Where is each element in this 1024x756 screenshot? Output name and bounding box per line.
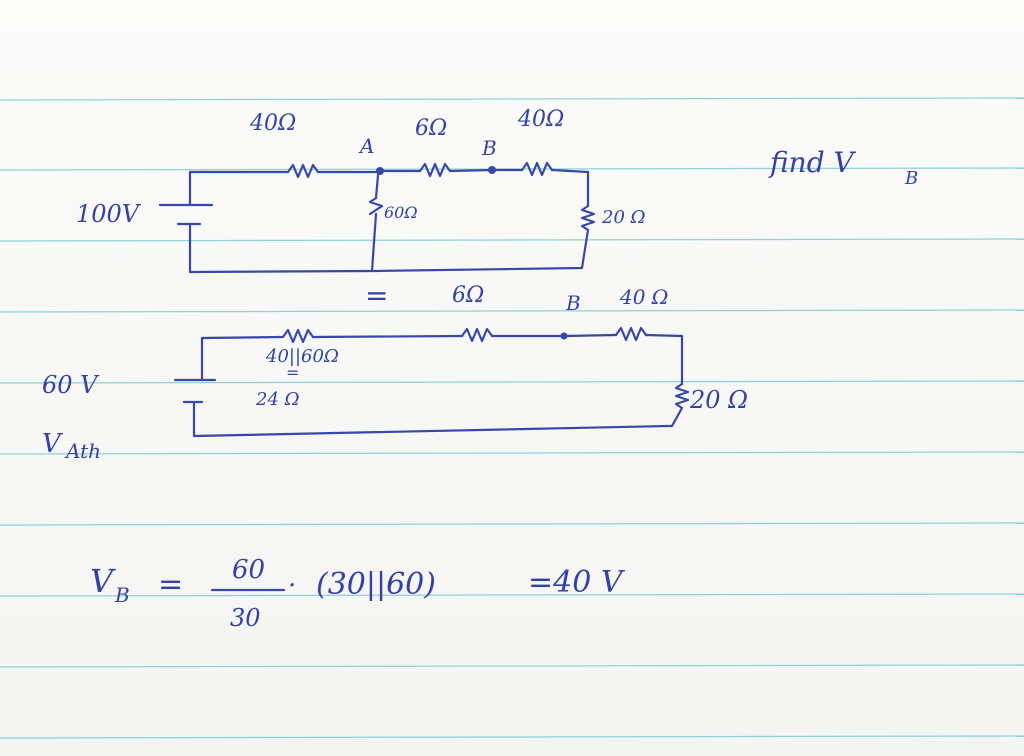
equation-equals: = — [158, 567, 183, 602]
resistor-label-40-bottom: 40 Ω — [619, 285, 668, 309]
node-a-label: A — [358, 134, 374, 158]
equation-lhs-subscript: B — [114, 583, 130, 607]
wire-left-lower — [188, 222, 374, 274]
equation-lhs: V — [90, 562, 116, 600]
find-label: find V — [768, 146, 857, 179]
ruled-lines — [0, 97, 1024, 739]
bottom-circuit: 60 V V Ath 6Ω B 40 Ω 40||60Ω = 24 Ω 20 Ω — [42, 283, 748, 463]
find-subscript: B — [904, 168, 918, 189]
resistor-label-6-bottom: 6Ω — [452, 283, 484, 308]
node-b-label-top: B — [481, 136, 497, 160]
source-label-100v: 100V — [76, 200, 142, 228]
wire-bottom-right — [370, 228, 590, 273]
wire-left-upper — [200, 335, 285, 382]
resistor-icon — [520, 161, 554, 177]
wire-right — [550, 168, 590, 208]
resistor-icon — [460, 327, 494, 343]
resistor-icon — [674, 382, 690, 410]
multiply-dot: · — [288, 571, 296, 601]
resistor-label-60-shunt: 60Ω — [384, 203, 418, 222]
node-b-label-bottom: B — [565, 291, 581, 315]
resistor-icon — [418, 162, 452, 178]
vb-equation: V B = 60 30 · (30||60) =40 V — [90, 555, 626, 632]
resistor-label-20-top: 20 Ω — [601, 207, 646, 228]
resistor-icon — [286, 163, 320, 179]
resistor-icon — [368, 196, 384, 216]
resistor-label-40-top-left: 40Ω — [249, 111, 296, 136]
equation-result: =40 V — [528, 565, 626, 600]
source-label-60v: 60 V — [42, 371, 100, 399]
wire-left-lower — [192, 400, 670, 438]
wire-bottom-right — [666, 406, 684, 428]
resistor-label-40-top-right: 40Ω — [517, 107, 564, 132]
wire-left-upper — [188, 170, 290, 207]
resistor-icon — [614, 326, 648, 342]
parallel-term: (30||60) — [316, 567, 436, 602]
resistor-label-20-bottom: 20 Ω — [689, 386, 748, 414]
source-name: V — [42, 429, 63, 459]
wire-right — [644, 333, 684, 386]
find-vb-note: find V B — [768, 146, 918, 189]
resistor-icon — [580, 204, 596, 232]
battery-icon — [173, 378, 217, 404]
resistor-label-6-top: 6Ω — [415, 116, 447, 141]
resistor-label-24: 24 Ω — [255, 389, 300, 410]
resistor-label-parallel: 40||60Ω — [265, 346, 339, 367]
fraction-denominator: 30 — [230, 604, 261, 632]
source-name-subscript: Ath — [64, 439, 101, 463]
resistor-label-parallel-eq: = — [286, 363, 299, 382]
top-circuit: 100V 40Ω A 6Ω B 40Ω 60Ω 20 Ω — [76, 107, 646, 274]
resistor-icon — [281, 328, 315, 344]
fraction-numerator: 60 — [232, 555, 265, 585]
equivalence-sign: = — [365, 279, 388, 312]
battery-icon — [158, 203, 214, 226]
